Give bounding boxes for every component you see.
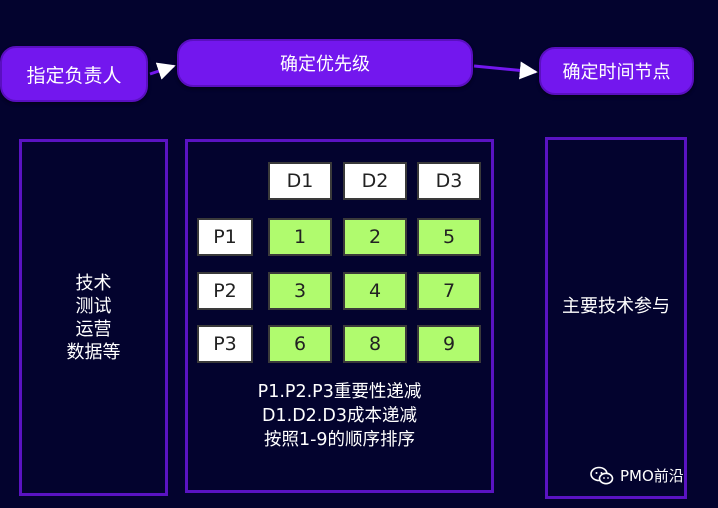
row-header: P1 (197, 218, 253, 256)
column-header: D2 (343, 162, 407, 200)
column-header: D1 (268, 162, 332, 200)
left-panel-line: 测试 (75, 296, 112, 317)
left-panel-line: 数据等 (66, 342, 121, 363)
arrow-owner-to-priority (149, 62, 176, 80)
left-panel-line: 技术 (75, 273, 112, 294)
step-set-priority: 确定优先级 (177, 39, 473, 87)
matrix-cell: 1 (268, 218, 332, 256)
matrix-cell: 2 (343, 218, 407, 256)
priority-matrix-panel (185, 139, 494, 493)
matrix-cell: 3 (268, 272, 332, 310)
matrix-note-line: P1.P2.P3重要性递减 (257, 382, 422, 402)
step-set-timeline: 确定时间节点 (539, 47, 694, 95)
matrix-cell: 5 (417, 218, 481, 256)
right-panel-text: 主要技术参与 (562, 296, 670, 317)
step-assign-owner-label: 指定负责人 (26, 64, 122, 87)
row-header: P3 (197, 325, 253, 363)
matrix-notes: P1.P2.P3重要性递减 D1.D2.D3成本递减 按照1-9的顺序排序 (185, 380, 494, 452)
matrix-cell: 4 (343, 272, 407, 310)
row-header: P2 (197, 272, 253, 310)
matrix-note-line: 按照1-9的顺序排序 (263, 430, 416, 450)
left-panel-line: 运营 (75, 319, 112, 340)
arrow-priority-to-timeline (473, 61, 538, 80)
matrix-cell: 9 (417, 325, 481, 363)
left-panel-text: 技术 测试 运营 数据等 (22, 272, 165, 364)
matrix-cell: 6 (268, 325, 332, 363)
matrix-cell: 8 (343, 325, 407, 363)
step-set-timeline-label: 确定时间节点 (562, 62, 671, 83)
watermark: PMO前沿 (590, 465, 684, 486)
right-panel: 主要技术参与 (545, 137, 687, 499)
left-panel: 技术 测试 运营 数据等 (19, 139, 168, 496)
wechat-icon (590, 466, 614, 484)
step-assign-owner: 指定负责人 (0, 46, 148, 102)
matrix-cell: 7 (417, 272, 481, 310)
watermark-text: PMO前沿 (620, 467, 684, 485)
matrix-note-line: D1.D2.D3成本递减 (262, 406, 417, 426)
step-set-priority-label: 确定优先级 (280, 54, 370, 75)
column-header: D3 (417, 162, 481, 200)
